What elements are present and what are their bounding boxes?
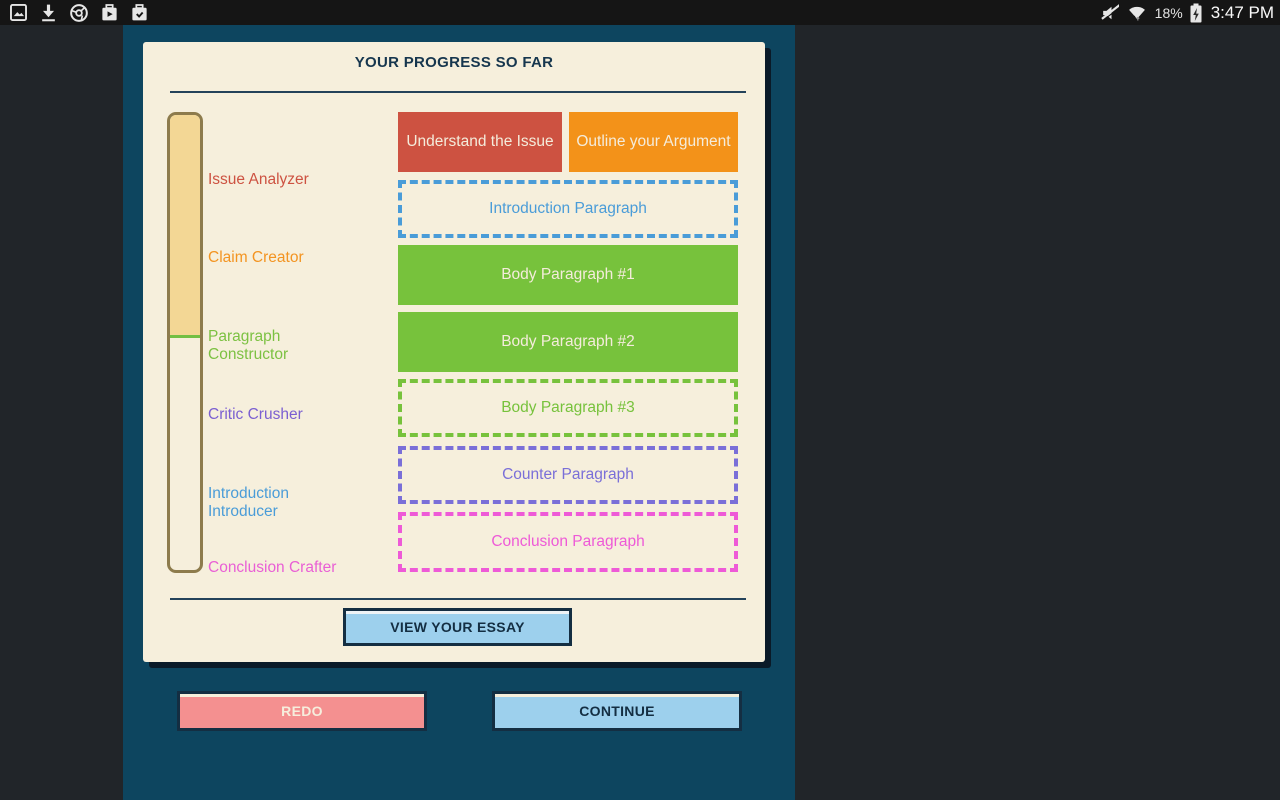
step-understand-the-issue: Understand the Issue — [398, 112, 562, 172]
play-store-check-icon — [130, 3, 149, 22]
milestone-introduction-introducer: Introduction Introducer — [208, 485, 289, 520]
gallery-icon — [9, 3, 28, 22]
progress-bar-fill — [170, 115, 200, 338]
milestone-critic-crusher: Critic Crusher — [208, 406, 303, 423]
play-store-icon — [100, 3, 119, 22]
milestone-paragraph-constructor: Paragraph Constructor — [208, 328, 289, 363]
volume-muted-icon — [1099, 3, 1119, 23]
progress-bar-track — [167, 112, 203, 573]
page-title: YOUR PROGRESS SO FAR — [354, 54, 554, 71]
clock: 3:47 PM — [1210, 2, 1274, 22]
step-outline-your-argument: Outline your Argument — [569, 112, 738, 172]
battery-charging-icon — [1190, 3, 1202, 23]
continue-button[interactable]: CONTINUE — [492, 691, 742, 731]
view-your-essay-button[interactable]: VIEW YOUR ESSAY — [343, 608, 572, 646]
app-panel: YOUR PROGRESS SO FAR Issue Analyzer Clai… — [123, 25, 795, 800]
step-counter-paragraph: Counter Paragraph — [398, 446, 738, 504]
system-status-icons: 18% 3:47 PM — [1099, 3, 1274, 23]
title-divider — [170, 91, 746, 93]
step-body-paragraph-2: Body Paragraph #2 — [398, 312, 738, 372]
milestone-claim-creator: Claim Creator — [208, 249, 304, 266]
milestone-issue-analyzer: Issue Analyzer — [208, 171, 309, 188]
redo-button[interactable]: REDO — [177, 691, 427, 731]
milestone-conclusion-crafter: Conclusion Crafter — [208, 559, 337, 576]
step-conclusion-paragraph: Conclusion Paragraph — [398, 512, 738, 572]
battery-percent: 18% — [1154, 4, 1183, 21]
progress-card: YOUR PROGRESS SO FAR Issue Analyzer Clai… — [143, 42, 765, 662]
step-body-paragraph-3: Body Paragraph #3 — [398, 379, 738, 437]
notification-icons — [9, 3, 149, 23]
step-introduction-paragraph: Introduction Paragraph — [398, 180, 738, 238]
chrome-icon — [69, 3, 89, 23]
android-status-bar: 18% 3:47 PM — [0, 0, 1280, 25]
footer-divider — [170, 598, 746, 600]
download-icon — [39, 3, 58, 22]
wifi-icon — [1126, 3, 1148, 23]
step-body-paragraph-1: Body Paragraph #1 — [398, 245, 738, 305]
